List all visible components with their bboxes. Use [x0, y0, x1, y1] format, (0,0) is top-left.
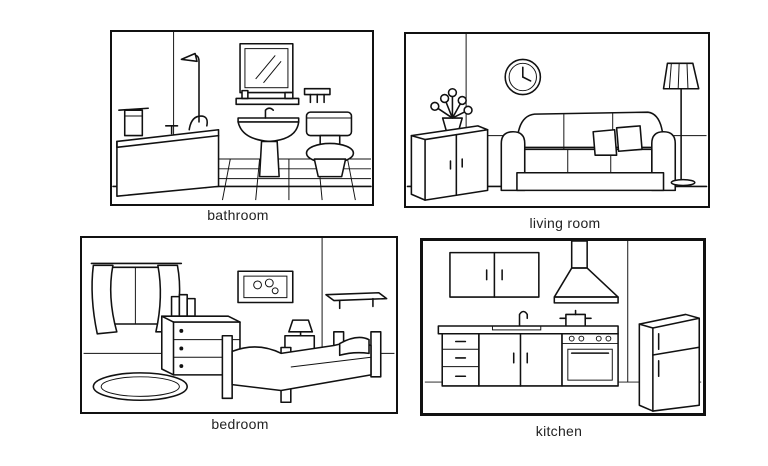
dresser	[160, 315, 241, 376]
bathroom-illustration	[112, 32, 372, 201]
floor-tiles	[205, 158, 371, 201]
refrigerator	[638, 313, 701, 412]
bathroom-caption: bathroom	[207, 207, 269, 223]
faucet	[518, 310, 529, 327]
living-room-panel	[404, 32, 710, 208]
kitchen-illustration	[424, 241, 702, 412]
range-hood	[553, 241, 619, 304]
oval-rug	[92, 372, 188, 402]
pot	[559, 309, 592, 329]
floor-lamp	[662, 62, 700, 187]
bathroom-panel	[110, 30, 374, 206]
bedroom-illustration	[83, 238, 395, 404]
towel-rack	[118, 107, 149, 137]
kitchen-counter	[437, 325, 619, 387]
sofa	[500, 111, 677, 192]
wall-shelf	[325, 291, 388, 310]
shower-head	[180, 52, 200, 123]
bedroom-panel	[80, 236, 398, 414]
oven	[561, 332, 619, 387]
books	[170, 293, 196, 317]
sink	[237, 107, 300, 178]
bathroom-shelf	[235, 89, 300, 106]
kitchen-caption: kitchen	[535, 423, 583, 439]
mirror	[239, 42, 294, 94]
living-room-caption: living room	[529, 215, 601, 231]
wall-clock	[504, 58, 542, 96]
toilet	[305, 111, 355, 178]
bedroom-caption: bedroom	[211, 416, 269, 432]
bed	[221, 331, 382, 404]
side-cabinet	[410, 125, 489, 201]
living-room-illustration	[406, 34, 708, 201]
wall-cabinet	[449, 251, 540, 298]
kitchen-panel	[420, 238, 706, 416]
bathtub	[116, 115, 220, 197]
toothbrush-holder	[303, 87, 331, 104]
potted-plant	[430, 87, 473, 133]
wall-picture	[237, 270, 294, 304]
